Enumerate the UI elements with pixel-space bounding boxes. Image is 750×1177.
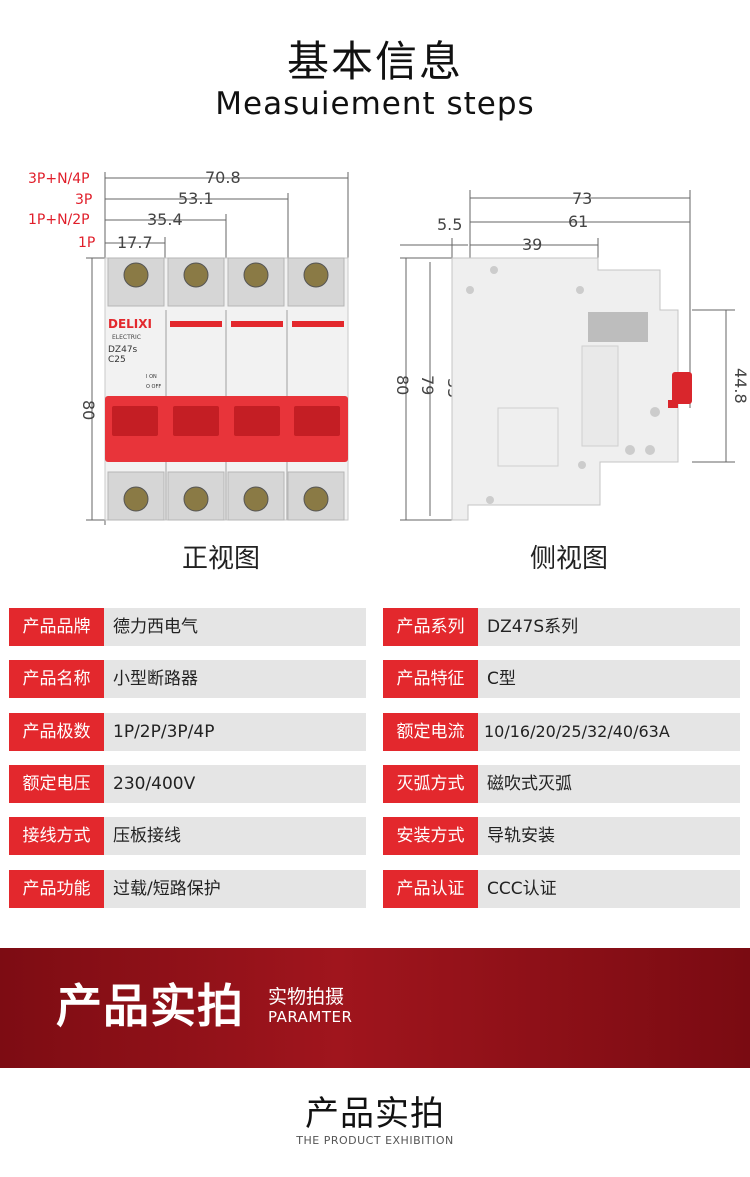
toggle-bar	[105, 396, 348, 462]
spec-row: 产品名称 小型断路器	[9, 660, 366, 698]
section-banner: 产品实拍 实物拍摄 PARAMTER	[0, 948, 750, 1068]
width-4p: 70.8	[205, 168, 241, 187]
pole-label-3p: 3P	[75, 192, 92, 208]
width-1p: 17.7	[117, 233, 153, 252]
spec-row: 产品功能 过载/短路保护	[9, 870, 366, 908]
banner-english: PARAMTER	[268, 1008, 353, 1026]
spec-label: 安装方式	[383, 817, 478, 855]
on-text: I ON	[146, 374, 157, 380]
spec-row: 安装方式 导轨安装	[383, 817, 740, 855]
side-width-73: 73	[572, 189, 592, 208]
spec-value: 磁吹式灭弧	[478, 765, 740, 803]
spec-label: 产品认证	[383, 870, 478, 908]
spec-label: 产品极数	[9, 713, 104, 751]
side-width-61: 61	[568, 212, 588, 231]
section-title-cn: 产品实拍	[305, 1094, 445, 1134]
pole-label-1p: 1P	[78, 235, 95, 251]
width-2p: 35.4	[147, 210, 183, 229]
banner-subtitle: 实物拍摄	[268, 986, 345, 1008]
spec-label: 产品品牌	[9, 608, 104, 646]
spec-value: 过载/短路保护	[104, 870, 366, 908]
dimension-diagram: 3P+N/4P 3P 1P+N/2P 1P 70.8 53.1 35.4 17.…	[28, 168, 750, 525]
spec-row: 额定电压 230/400V	[9, 765, 366, 803]
side-height-79: 79	[418, 375, 437, 395]
spec-value: 10/16/20/25/32/40/63A	[478, 713, 740, 751]
spec-label: 产品特征	[383, 660, 478, 698]
spec-label: 产品系列	[383, 608, 478, 646]
spec-value: 压板接线	[104, 817, 366, 855]
spec-value: 导轨安装	[478, 817, 740, 855]
breaker-side	[451, 257, 692, 521]
spec-row: 产品特征 C型	[383, 660, 740, 698]
spec-value: 1P/2P/3P/4P	[104, 713, 366, 751]
spec-label: 接线方式	[9, 817, 104, 855]
page-title-cn: 基本信息	[286, 37, 463, 86]
front-view: 3P+N/4P 3P 1P+N/2P 1P 70.8 53.1 35.4 17.…	[28, 168, 349, 525]
terminal-screws-top	[123, 262, 329, 288]
model-text: DZ47s	[108, 345, 138, 355]
width-3p: 53.1	[178, 189, 214, 208]
rating-text: C25	[108, 355, 126, 365]
side-width-39: 39	[522, 235, 542, 254]
spec-value: CCC认证	[478, 870, 740, 908]
spec-label: 产品名称	[9, 660, 104, 698]
side-height-44-8: 44.8	[731, 368, 750, 404]
spec-row: 产品品牌 德力西电气	[9, 608, 366, 646]
side-width-5-5: 5.5	[437, 215, 462, 234]
spec-row: 接线方式 压板接线	[9, 817, 366, 855]
spec-row: 产品极数 1P/2P/3P/4P	[9, 713, 366, 751]
front-view-caption: 正视图	[182, 544, 261, 574]
spec-row: 灭弧方式 磁吹式灭弧	[383, 765, 740, 803]
spec-row: 产品系列 DZ47S系列	[383, 608, 740, 646]
brand-sub: ELECTRIC	[112, 334, 141, 341]
spec-label: 灭弧方式	[383, 765, 478, 803]
terminal-screws-bottom	[123, 486, 329, 512]
side-height-80: 80	[393, 375, 412, 395]
off-text: O OFF	[146, 384, 161, 390]
breaker-front: DELIXI ELECTRIC DZ47s C25 I ON O OFF	[104, 257, 349, 521]
banner-title: 产品实拍	[56, 979, 244, 1033]
spec-row: 产品认证 CCC认证	[383, 870, 740, 908]
brand-logo: DELIXI	[108, 317, 152, 331]
side-view: 73 61 39 5.5 80 79 35 44.8	[393, 189, 750, 521]
spec-value: 小型断路器	[104, 660, 366, 698]
pole-label-2p: 1P+N/2P	[28, 212, 90, 228]
pole-label-4p: 3P+N/4P	[28, 171, 90, 187]
spec-row: 额定电流 10/16/20/25/32/40/63A	[383, 713, 740, 751]
side-view-caption: 侧视图	[530, 544, 609, 574]
spec-label: 产品功能	[9, 870, 104, 908]
spec-value: 德力西电气	[104, 608, 366, 646]
section-title-en: THE PRODUCT EXHIBITION	[296, 1134, 454, 1147]
page-title-en: Measuiement steps	[215, 86, 535, 122]
spec-value: C型	[478, 660, 740, 698]
height-front: 80	[79, 400, 98, 420]
side-toggle	[668, 372, 692, 408]
spec-value: DZ47S系列	[478, 608, 740, 646]
spec-value: 230/400V	[104, 765, 366, 803]
spec-label: 额定电流	[383, 713, 478, 751]
spec-label: 额定电压	[9, 765, 104, 803]
